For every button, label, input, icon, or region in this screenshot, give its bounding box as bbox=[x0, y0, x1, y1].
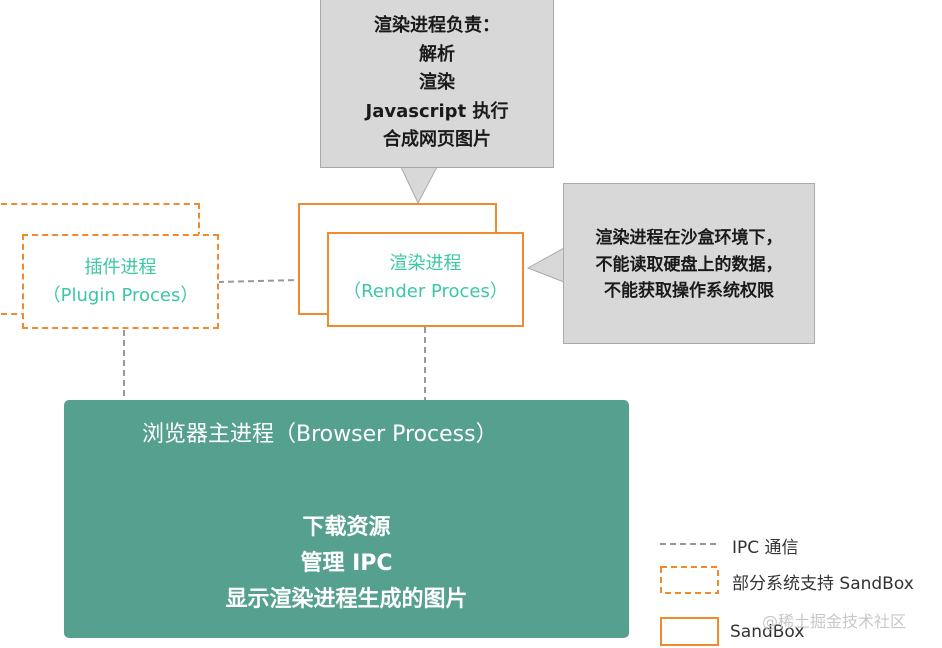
sandbox-restriction-lines: 渲染进程在沙盒环境下， 不能读取硬盘上的数据， 不能获取操作系统权限 bbox=[564, 184, 814, 305]
sandbox-restriction-line: 不能读取硬盘上的数据， bbox=[595, 254, 783, 275]
legend-partial-sandbox-swatch bbox=[660, 566, 719, 594]
legend-partial-sandbox-label: 部分系统支持 SandBox bbox=[732, 574, 914, 594]
legend-ipc-label: IPC 通信 bbox=[732, 538, 799, 558]
ipc-link-plugin-render bbox=[217, 279, 301, 283]
browser-process-title: 浏览器主进程（Browser Process） bbox=[142, 422, 498, 447]
browser-duty-line: 下载资源 bbox=[302, 515, 391, 540]
right-callout-pointer bbox=[526, 247, 565, 283]
browser-duty-line: 管理 IPC bbox=[300, 551, 393, 576]
watermark: @稀土掘金技术社区 bbox=[762, 612, 907, 631]
browser-process-box: 浏览器主进程（Browser Process） 下载资源 管理 IPC 显示渲染… bbox=[64, 400, 629, 638]
legend-sandbox-label: SandBox bbox=[730, 622, 805, 642]
top-callout-pointer bbox=[400, 166, 438, 205]
browser-process-duties: 下载资源 管理 IPC 显示渲染进程生成的图片 bbox=[64, 510, 629, 618]
browser-duty-line: 显示渲染进程生成的图片 bbox=[225, 587, 468, 612]
plugin-process-name: 插件进程 bbox=[84, 257, 157, 278]
plugin-process-english: （Plugin Proces） bbox=[42, 285, 199, 306]
responsibility-lines: 渲染进程负责： 解析 渲染 Javascript 执行 合成网页图片 bbox=[321, 0, 553, 155]
plugin-process-box: 插件进程 （Plugin Proces） bbox=[22, 234, 219, 329]
sandbox-restriction-callout: 渲染进程在沙盒环境下， 不能读取硬盘上的数据， 不能获取操作系统权限 bbox=[563, 183, 815, 344]
legend-sandbox-swatch bbox=[660, 617, 719, 646]
render-process-name: 渲染进程 bbox=[389, 253, 462, 274]
responsibility-line: 解析 bbox=[419, 43, 455, 65]
responsibility-line: 渲染 bbox=[419, 72, 455, 93]
responsibility-line: 渲染进程负责： bbox=[374, 15, 500, 36]
render-process-english: （Render Proces） bbox=[343, 281, 508, 302]
render-process-responsibility-callout: 渲染进程负责： 解析 渲染 Javascript 执行 合成网页图片 bbox=[320, 0, 554, 168]
sandbox-restriction-line: 渲染进程在沙盒环境下， bbox=[595, 228, 783, 248]
render-process-box: 渲染进程 （Render Proces） bbox=[327, 232, 524, 327]
sandbox-restriction-line: 不能获取操作系统权限 bbox=[604, 281, 774, 301]
responsibility-line: 合成网页图片 bbox=[383, 129, 491, 150]
responsibility-line: Javascript 执行 bbox=[365, 100, 509, 122]
